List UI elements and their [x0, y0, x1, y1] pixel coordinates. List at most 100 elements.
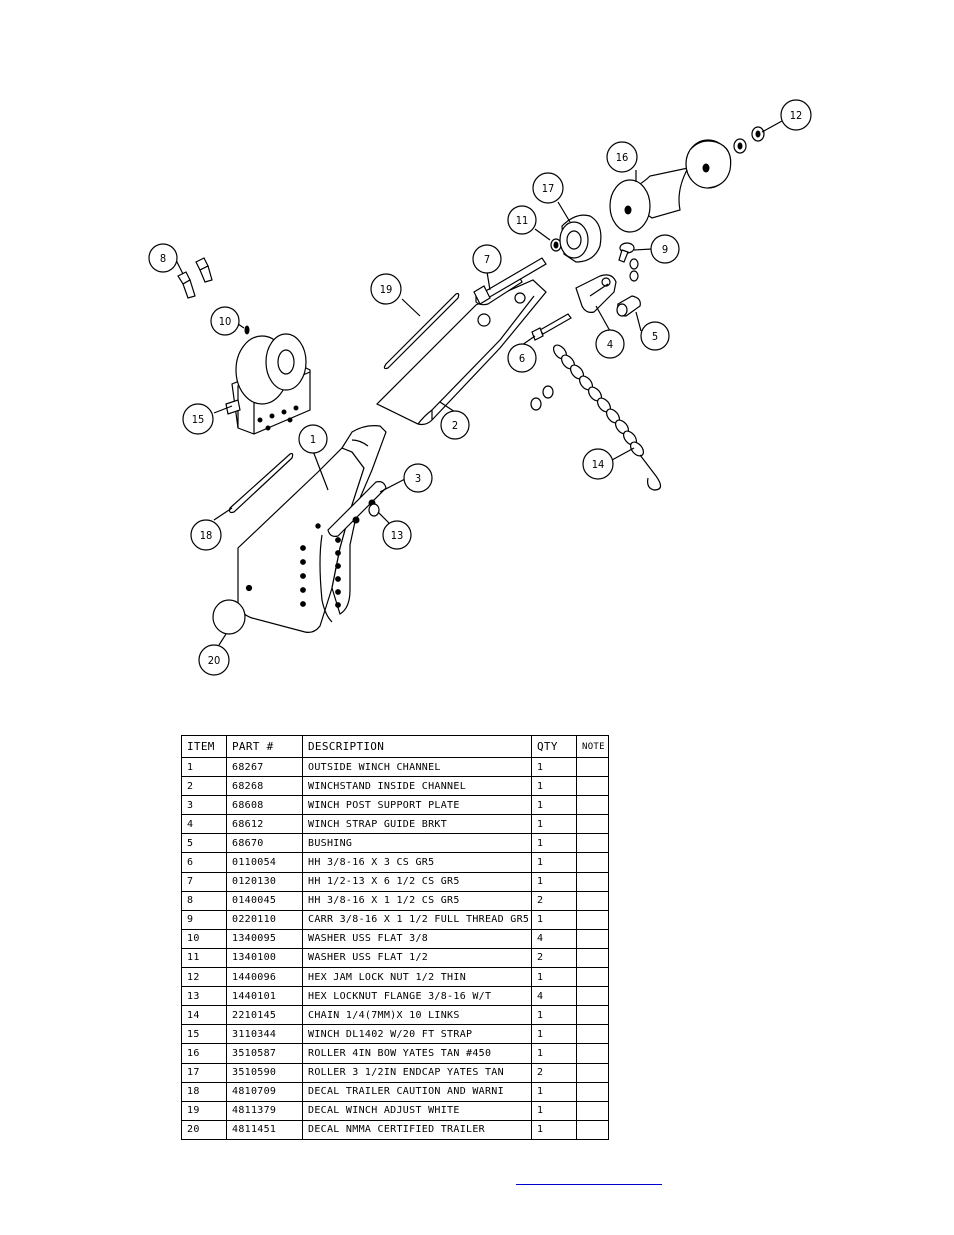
svg-text:15: 15 [192, 413, 205, 426]
svg-text:17: 17 [542, 182, 555, 195]
cell-qty: 1 [531, 852, 577, 873]
svg-text:3: 3 [415, 472, 421, 485]
svg-text:1: 1 [310, 433, 316, 446]
callout-17: 17 [532, 172, 564, 204]
cell-description: DECAL TRAILER CAUTION AND WARNI [302, 1081, 532, 1102]
bolt-1-2x6-1-2 [473, 257, 547, 305]
callout-13: 13 [382, 520, 412, 550]
cell-description: WINCHSTAND INSIDE CHANNEL [302, 776, 532, 797]
cell-item: 15 [181, 1024, 227, 1045]
col-header-qty: QTY [531, 735, 577, 758]
callout-14: 14 [582, 448, 614, 480]
cell-part-number: 1340095 [226, 928, 303, 949]
svg-text:16: 16 [616, 151, 629, 164]
cell-qty: 1 [531, 833, 577, 854]
cell-qty: 1 [531, 1024, 577, 1045]
washer-1-2 [550, 238, 562, 252]
cell-part-number: 0110054 [226, 852, 303, 873]
cell-note [576, 871, 609, 892]
svg-text:5: 5 [652, 330, 658, 343]
callout-6: 6 [507, 343, 537, 373]
cell-qty: 1 [531, 776, 577, 797]
cell-qty: 1 [531, 909, 577, 930]
cell-description: DECAL NMMA CERTIFIED TRAILER [302, 1119, 532, 1140]
winch [225, 333, 311, 435]
bow-roller [609, 139, 732, 233]
cell-part-number: 68267 [226, 756, 303, 778]
col-header-part: PART # [226, 735, 303, 758]
cell-part-number: 3510590 [226, 1062, 303, 1083]
cell-note [576, 795, 609, 816]
callout-9: 9 [650, 234, 680, 264]
cell-note [576, 1043, 609, 1064]
cell-description: WASHER USS FLAT 1/2 [302, 947, 532, 969]
callout-5: 5 [640, 321, 670, 351]
cell-item: 4 [181, 814, 227, 835]
cell-part-number: 0140045 [226, 890, 303, 911]
cell-part-number: 0120130 [226, 871, 303, 892]
cell-item: 1 [181, 756, 227, 778]
cell-note [576, 928, 609, 949]
cell-part-number: 2210145 [226, 1005, 303, 1026]
svg-text:8: 8 [160, 252, 166, 265]
cell-description: CARR 3/8-16 X 1 1/2 FULL THREAD GR5 [302, 909, 532, 930]
cell-item: 17 [181, 1062, 227, 1083]
cell-description: WINCH STRAP GUIDE BRKT [302, 814, 532, 835]
svg-text:7: 7 [484, 253, 490, 266]
callouts: 1 2 3 4 5 6 7 8 9 10 11 12 13 14 15 16 1… [148, 99, 812, 676]
cell-note [576, 967, 609, 988]
cell-note [576, 833, 609, 854]
cell-item: 10 [181, 928, 227, 949]
cell-item: 20 [181, 1119, 227, 1140]
col-header-description: DESCRIPTION [302, 735, 532, 758]
cell-part-number: 3510587 [226, 1043, 303, 1064]
cell-item: 7 [181, 871, 227, 892]
svg-text:4: 4 [607, 338, 613, 351]
callout-20: 20 [198, 644, 230, 676]
cell-item: 14 [181, 1005, 227, 1026]
svg-text:9: 9 [662, 243, 668, 256]
cell-part-number: 4811451 [226, 1119, 303, 1140]
callout-8: 8 [148, 243, 178, 273]
cell-note [576, 1100, 609, 1121]
cell-note [576, 1062, 609, 1083]
cell-item: 12 [181, 967, 227, 988]
decal-caution [228, 452, 294, 514]
outside-winch-channel [237, 425, 387, 633]
col-header-item: ITEM [181, 735, 227, 758]
decal-nmma [212, 599, 246, 635]
footer-link-underline[interactable] [516, 1170, 662, 1185]
cell-description: WINCH POST SUPPORT PLATE [302, 795, 532, 816]
decal-winch-adjust [383, 292, 460, 370]
chain [552, 344, 662, 491]
svg-text:19: 19 [380, 283, 393, 296]
exploded-parts-diagram: 1 2 3 4 5 6 7 8 9 10 11 12 13 14 15 16 1… [148, 99, 812, 676]
cell-item: 18 [181, 1081, 227, 1102]
callout-12: 12 [780, 99, 812, 131]
svg-text:11: 11 [516, 214, 529, 227]
cell-description: WASHER USS FLAT 3/8 [302, 928, 532, 949]
hex-locknuts [368, 258, 639, 517]
cell-qty: 1 [531, 814, 577, 835]
callout-3: 3 [403, 463, 433, 493]
callout-4: 4 [595, 329, 625, 359]
cell-note [576, 986, 609, 1007]
cell-part-number: 68268 [226, 776, 303, 797]
cell-description: DECAL WINCH ADJUST WHITE [302, 1100, 532, 1121]
bushing [616, 295, 641, 317]
cell-description: ROLLER 3 1/2IN ENDCAP YATES TAN [302, 1062, 532, 1083]
cell-item: 16 [181, 1043, 227, 1064]
cell-description: ROLLER 4IN BOW YATES TAN #450 [302, 1043, 532, 1064]
